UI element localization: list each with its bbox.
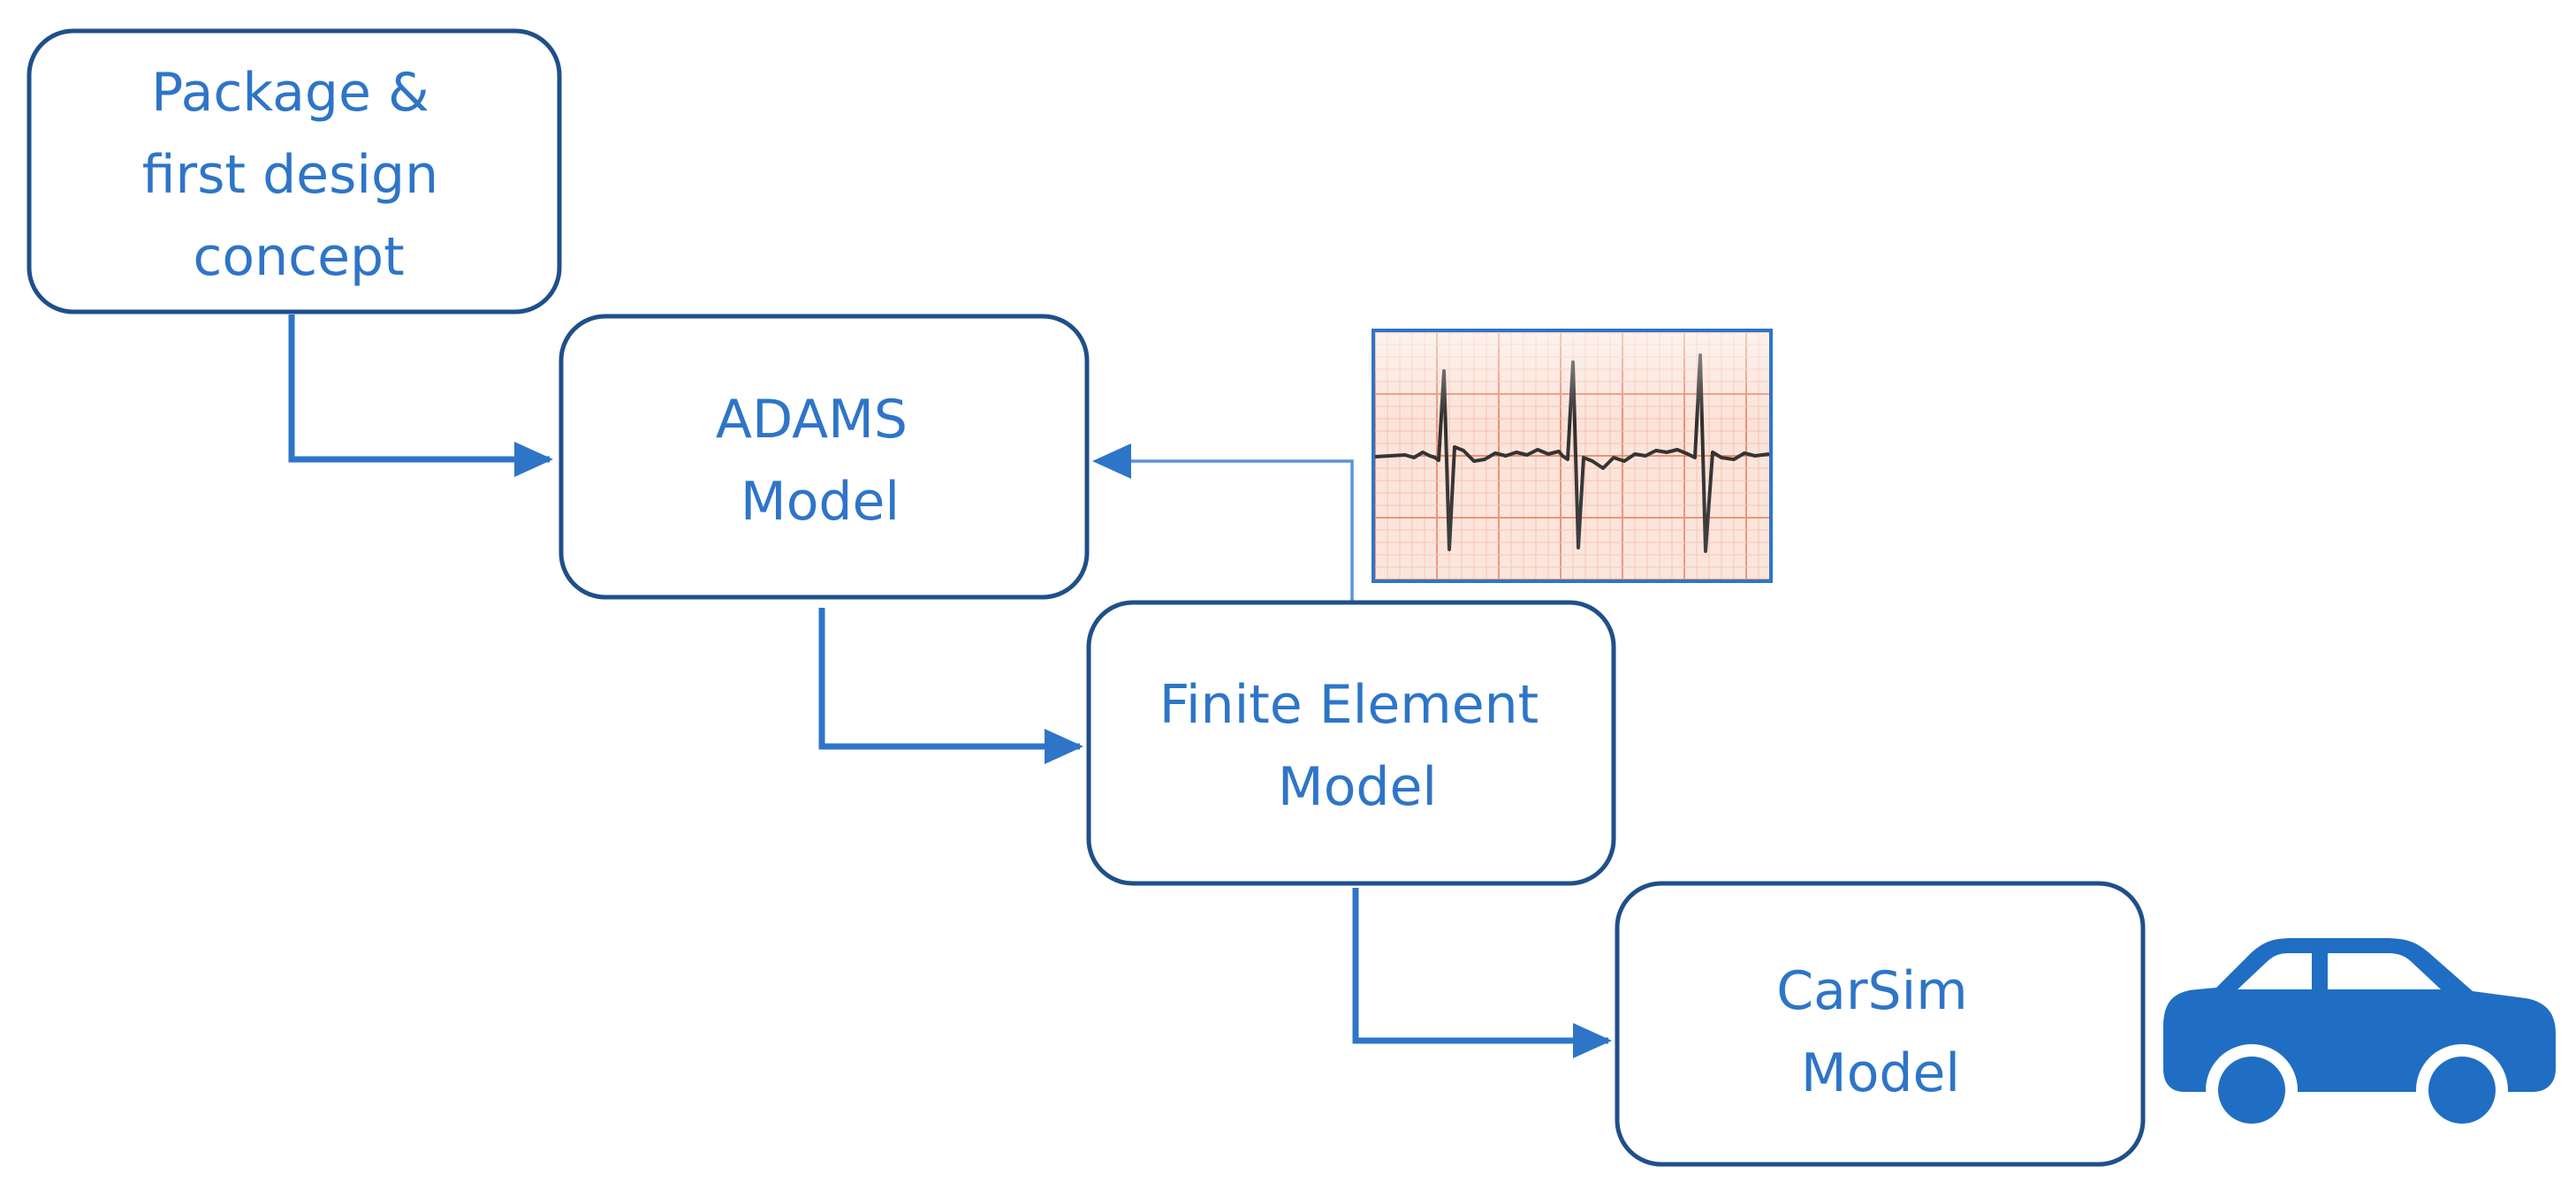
arrow-package-to-adams bbox=[288, 314, 553, 477]
ecg-strip-icon bbox=[1372, 329, 1773, 583]
svg-text:Package & first design: Package & first design concept bbox=[142, 62, 455, 288]
arrow-adams-to-fem bbox=[818, 608, 1083, 764]
node-carsim-model: CarSim Model bbox=[1615, 881, 2146, 1167]
node-package-first-design-concept: Package & first design concept bbox=[27, 28, 562, 314]
node-finite-element-model: Finite Element Model bbox=[1086, 600, 1616, 886]
arrow-fem-to-carsim bbox=[1352, 888, 1612, 1058]
node-fem-line-2: Model bbox=[1278, 756, 1437, 818]
node-package-line-2: first design bbox=[142, 144, 438, 206]
arrow-ecg-to-adams bbox=[1092, 443, 1354, 602]
svg-text:Finite Element Model: Finite Element Model bbox=[1159, 674, 1556, 818]
node-package-line-1: Package & bbox=[151, 62, 429, 124]
svg-text:ADAMS Model: ADAMS Model bbox=[716, 389, 924, 533]
node-adams-line-2: Model bbox=[741, 471, 900, 533]
car-icon bbox=[2163, 938, 2556, 1136]
node-adams-line-1: ADAMS bbox=[716, 389, 908, 451]
node-carsim-line-1: CarSim bbox=[1776, 960, 1968, 1022]
svg-text:CarSim Model: CarSim Model bbox=[1776, 960, 1985, 1104]
node-fem-line-1: Finite Element bbox=[1159, 674, 1539, 736]
node-adams-model: ADAMS Model bbox=[559, 314, 1090, 600]
node-package-line-3: concept bbox=[193, 226, 404, 288]
node-carsim-line-2: Model bbox=[1801, 1042, 1960, 1104]
